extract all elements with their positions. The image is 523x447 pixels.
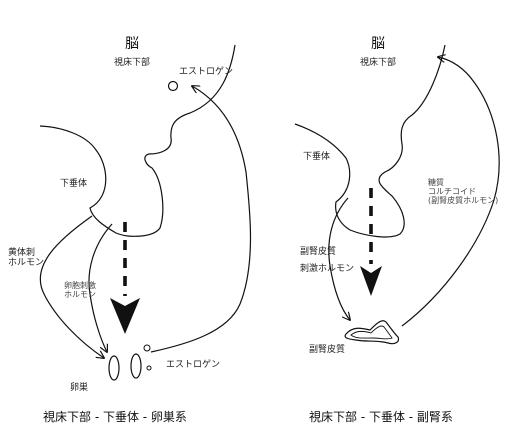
right-brain-label: 脳 xyxy=(371,36,385,52)
left-ovary-label: 卵巣 xyxy=(70,383,89,393)
left-lh-label: 黄体刺 ホルモン xyxy=(8,248,44,269)
left-dashed-arrow-head xyxy=(110,298,140,334)
right-dashed-arrow-head xyxy=(360,266,382,296)
right-acth-label: 副腎皮質 刺激ホルモン xyxy=(300,247,354,275)
right-adrenal-label: 副腎皮質 xyxy=(309,345,346,355)
left-lh-line-2: ホルモン xyxy=(8,258,45,269)
left-ovary-1 xyxy=(108,355,120,381)
right-cortisol-label: 糖質 コルチコイド (副腎皮質ホルモン) xyxy=(428,178,498,206)
right-cortisol-line-2: コルチコイド xyxy=(428,187,476,197)
left-follicle-2 xyxy=(146,365,152,371)
left-fsh-label: 卵胞刺激 ホルモン xyxy=(64,281,96,299)
right-acth-line-2: 刺激ホルモン xyxy=(300,264,355,275)
right-acth-arrow xyxy=(328,197,350,320)
left-pituitary-label: 下垂体 xyxy=(60,179,88,189)
right-adrenal-gland-inner xyxy=(350,325,393,340)
left-fsh-arrow xyxy=(88,223,113,352)
right-caption: 視床下部 - 下垂体 - 副腎系 xyxy=(309,410,453,424)
left-follicle-1 xyxy=(143,344,151,352)
left-ovary-2 xyxy=(130,353,142,379)
left-lh-line-1: 黄体刺 xyxy=(8,248,36,258)
right-acth-line-1: 副腎皮質 xyxy=(300,247,337,257)
left-estrogen-bottom-label: エストロゲン xyxy=(166,360,221,370)
left-panel xyxy=(39,44,252,381)
right-cortisol-feedback-arrow xyxy=(401,57,500,327)
right-brain-outline xyxy=(294,44,446,238)
left-brain-label: 脳 xyxy=(125,36,139,52)
right-hypothalamus-label: 視床下部 xyxy=(359,58,397,68)
right-pituitary-label: 下垂体 xyxy=(303,152,331,162)
left-brain-outline xyxy=(39,44,236,237)
right-panel xyxy=(294,44,500,345)
right-cortisol-line-3: (副腎皮質ホルモン) xyxy=(428,196,499,206)
left-fsh-line-1: 卵胞刺激 xyxy=(64,281,96,290)
left-hypothalamus-label: 視床下部 xyxy=(113,58,151,68)
left-caption: 視床下部 - 下垂体 - 卵巣系 xyxy=(43,410,187,424)
left-lh-arrow xyxy=(39,215,104,358)
left-hypothalamus-circle xyxy=(167,80,179,92)
left-estrogen-feedback-arrow xyxy=(150,86,252,353)
right-cortisol-line-1: 糖質 xyxy=(428,178,444,187)
left-fsh-line-2: ホルモン xyxy=(64,290,96,300)
left-estrogen-top-label: エストロゲン xyxy=(179,67,234,77)
